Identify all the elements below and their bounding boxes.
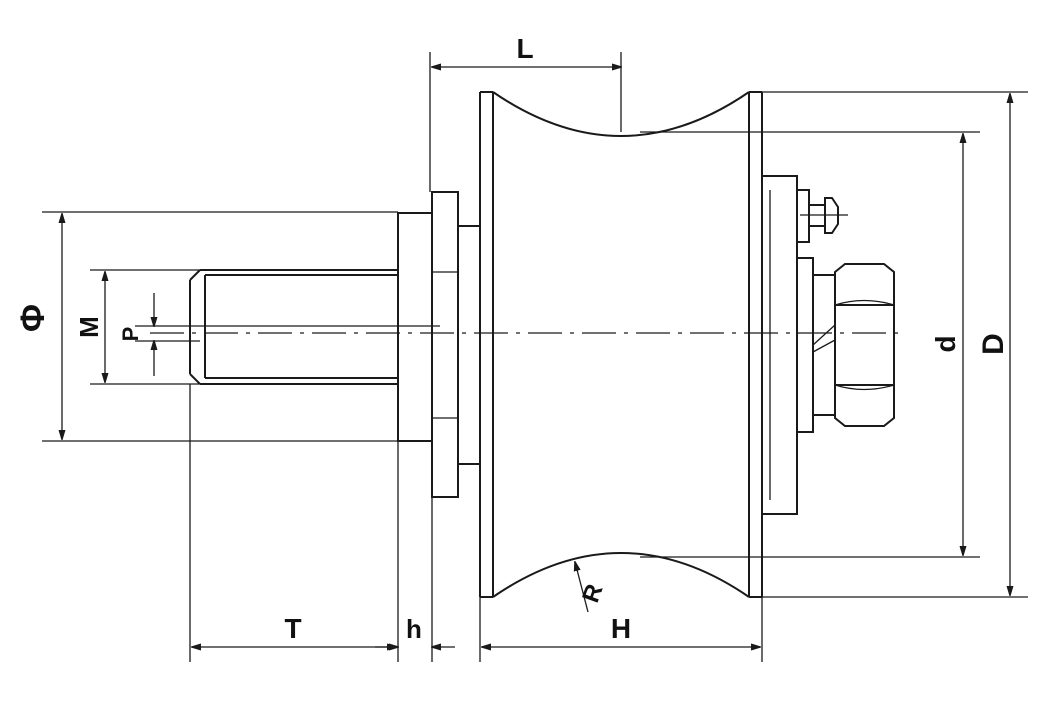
label-h: h xyxy=(406,614,422,644)
roller-body xyxy=(479,91,763,598)
extension-lines xyxy=(42,52,1028,662)
grease-nipple-icon xyxy=(796,189,848,243)
label-R: R xyxy=(577,581,608,607)
inner-hub xyxy=(457,225,481,465)
shaft-shoulder xyxy=(397,212,433,442)
label-phi: Φ xyxy=(14,304,52,332)
label-H: H xyxy=(611,613,631,644)
label-T: T xyxy=(284,613,301,644)
hex-nut-icon xyxy=(812,263,895,427)
dimension-lines xyxy=(62,67,1010,647)
label-D: D xyxy=(977,333,1010,355)
threaded-shaft xyxy=(189,269,398,385)
label-P: P xyxy=(118,327,143,342)
flange-washer xyxy=(431,191,459,498)
label-M: M xyxy=(74,316,104,338)
label-L: L xyxy=(516,33,533,64)
label-d: d xyxy=(930,335,961,352)
end-plate-outer xyxy=(761,175,798,515)
end-plate-inner xyxy=(796,257,814,433)
